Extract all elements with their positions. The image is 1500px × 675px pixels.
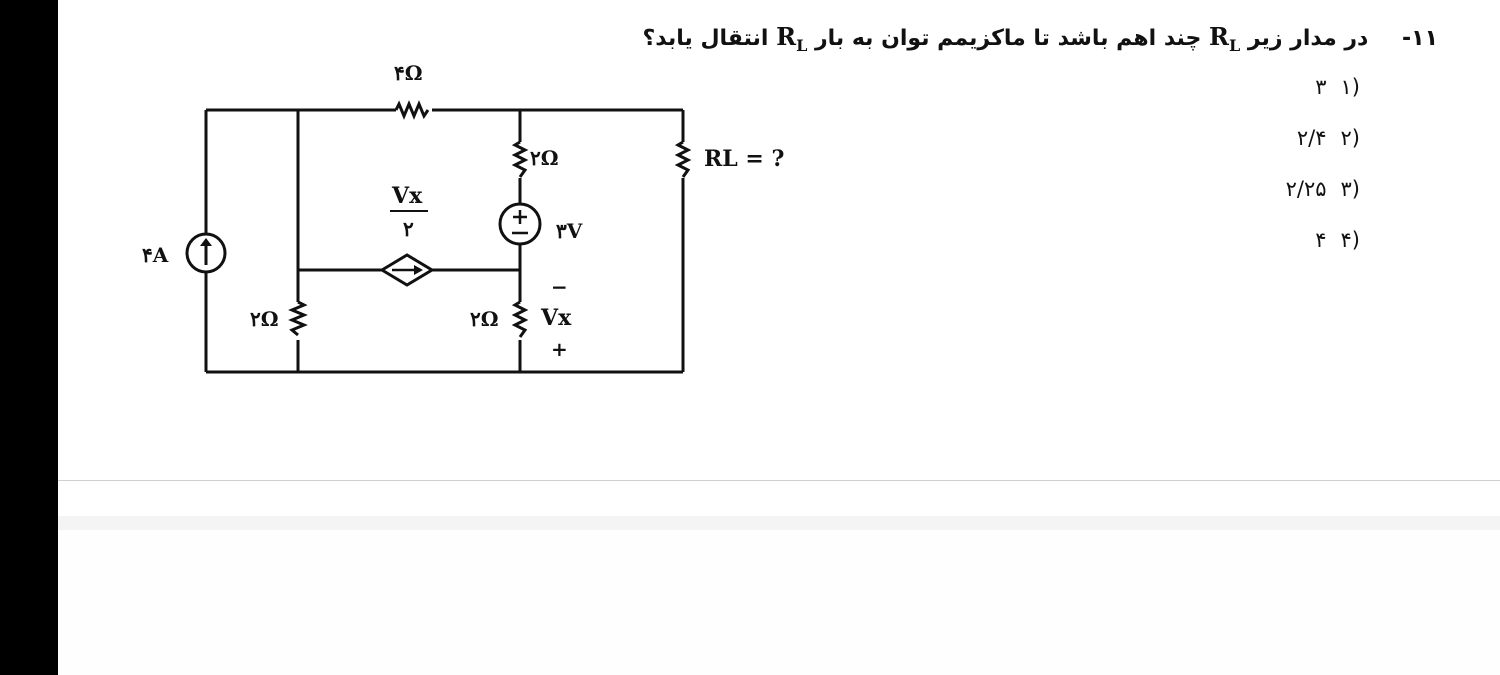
rl-symbol-2: RL bbox=[776, 22, 807, 55]
label-r-top: ۴Ω bbox=[394, 61, 423, 85]
label-voltage: ۳V bbox=[556, 219, 583, 243]
rl-subscript-2: L bbox=[796, 35, 808, 55]
option-4[interactable]: (۴ ۴ bbox=[1286, 225, 1360, 276]
rl-letter: R bbox=[1209, 22, 1229, 51]
option-value: ۲/۴ bbox=[1296, 126, 1327, 150]
option-number: (۱ bbox=[1340, 75, 1360, 99]
option-value: ۴ bbox=[1315, 228, 1327, 252]
label-vx-minus: − bbox=[551, 275, 568, 299]
question-text: در مدار زیر RL چند اهم باشد تا ماکزیمم ت… bbox=[642, 22, 1369, 55]
label-vx-plus: + bbox=[551, 337, 568, 361]
question-number: ۱۱- bbox=[1402, 26, 1438, 51]
option-1[interactable]: (۱ ۳ bbox=[1286, 72, 1360, 123]
voltage-source-icon bbox=[498, 202, 542, 246]
circuit-diagram: ۴Ω ۲Ω ۳V ۴A ۲Ω ۲Ω Vx ۲ − Vx + RL = ? bbox=[142, 61, 784, 374]
label-vx: Vx bbox=[540, 305, 572, 331]
label-r-mid-top: ۲Ω bbox=[530, 146, 559, 170]
label-load: RL = ? bbox=[704, 146, 784, 172]
option-number: (۳ bbox=[1340, 177, 1360, 201]
question-text-part3: انتقال یابد؟ bbox=[642, 26, 769, 51]
question-text-part1: در مدار زیر bbox=[1247, 26, 1369, 51]
option-number: (۲ bbox=[1340, 126, 1360, 150]
label-r-mid-bottom: ۲Ω bbox=[470, 307, 499, 331]
rl-symbol: RL bbox=[1209, 22, 1240, 55]
answer-options: (۱ ۳ (۲ ۲/۴ (۳ ۲/۲۵ (۴ ۴ bbox=[1286, 72, 1360, 276]
option-3[interactable]: (۳ ۲/۲۵ bbox=[1286, 174, 1360, 225]
option-number: (۴ bbox=[1340, 228, 1360, 252]
resistor-4ohm-icon bbox=[394, 100, 430, 120]
option-2[interactable]: (۲ ۲/۴ bbox=[1286, 123, 1360, 174]
resistor-mid-top-2ohm-icon bbox=[511, 140, 529, 178]
current-source-icon bbox=[185, 232, 227, 274]
label-r-left: ۲Ω bbox=[250, 307, 279, 331]
label-current: ۴A bbox=[142, 243, 169, 267]
next-page-area bbox=[58, 530, 1500, 675]
resistor-left-2ohm-icon bbox=[288, 300, 308, 337]
question-text-part2: چند اهم باشد تا ماکزیمم توان به بار bbox=[814, 26, 1202, 51]
label-dep-den: ۲ bbox=[403, 217, 414, 241]
rl-subscript: L bbox=[1228, 35, 1241, 55]
question-line: ۱۱- در مدار زیر RL چند اهم باشد تا ماکزی… bbox=[643, 22, 1438, 55]
label-dep-num: Vx bbox=[391, 183, 423, 209]
rl-letter-2: R bbox=[776, 22, 797, 51]
left-black-bar bbox=[0, 0, 58, 675]
option-value: ۲/۲۵ bbox=[1285, 177, 1327, 201]
option-value: ۳ bbox=[1315, 75, 1327, 99]
dependent-current-source-icon bbox=[379, 253, 435, 287]
resistor-load-icon bbox=[674, 140, 692, 178]
resistor-mid-bottom-2ohm-icon bbox=[511, 300, 529, 338]
page-gap-band bbox=[58, 516, 1500, 530]
page-divider bbox=[58, 480, 1500, 481]
